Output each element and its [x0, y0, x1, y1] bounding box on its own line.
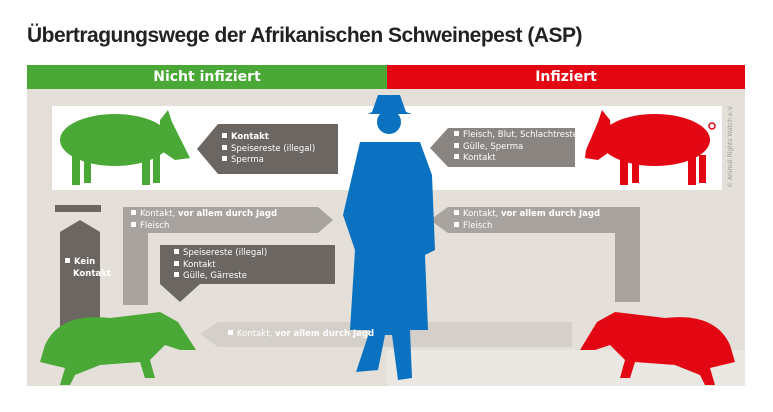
barrier-cap	[55, 205, 101, 212]
infected-pig-icon	[585, 110, 716, 185]
label-human-to-domestic: Speisereste (illegal) Kontakt Gülle, Gär…	[174, 248, 267, 283]
copyright-credit: © Animal Rights Watch e.V.	[727, 105, 734, 188]
healthy-wild-boar-icon	[40, 312, 196, 385]
page-title: Übertragungswege der Afrikanischen Schwe…	[27, 24, 583, 47]
healthy-pig-icon	[60, 110, 190, 185]
header-not-infected: Nicht infiziert	[27, 65, 387, 89]
label-no-contact: Kein Kontakt	[65, 257, 111, 280]
label-domestic-to-healthy: Kontakt Speisereste (illegal) Sperma	[222, 132, 315, 167]
no-contact-barrier	[60, 220, 100, 330]
label-wild-to-wild: Kontakt, vor allem durch Jagd	[228, 329, 374, 341]
human-icon	[343, 95, 435, 380]
label-infected-to-human: Fleisch, Blut, Schlachtreste Gülle, Sper…	[454, 130, 578, 165]
header-infected: Infiziert	[387, 65, 745, 89]
label-human-to-wild: Kontakt, vor allem durch Jagd Fleisch	[131, 209, 277, 232]
infected-wild-boar-icon	[580, 312, 735, 385]
label-wild-to-human: Kontakt, vor allem durch Jagd Fleisch	[454, 209, 600, 232]
